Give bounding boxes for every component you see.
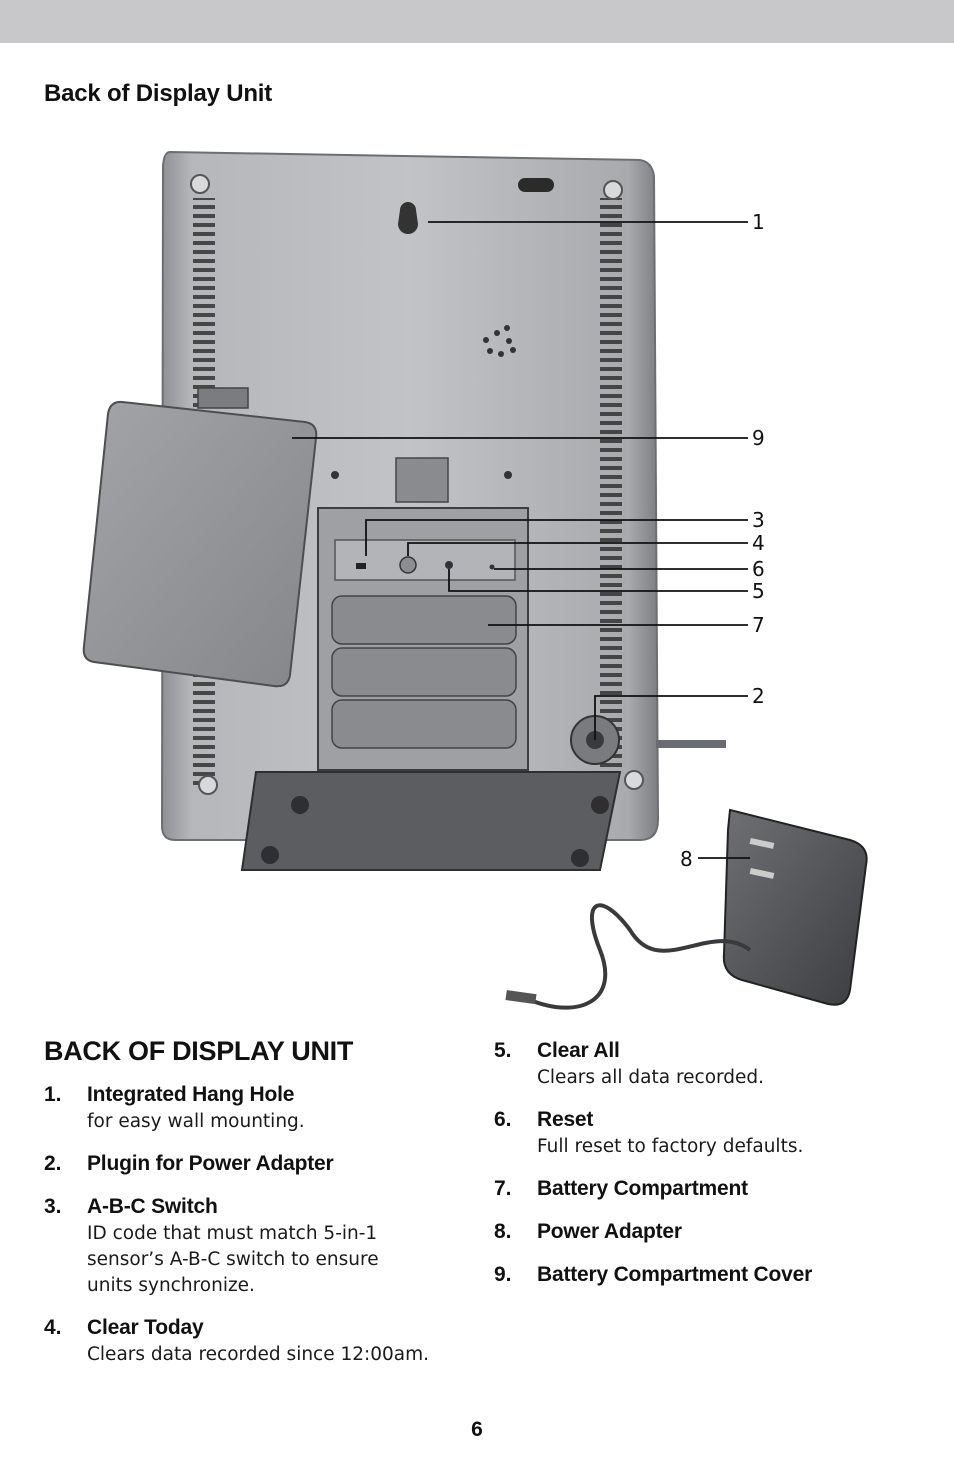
item-name: Plugin for Power Adapter [87, 1152, 334, 1175]
callout-3: 3 [752, 508, 765, 532]
power-adapter [505, 808, 868, 1010]
item-name: Battery Compartment [537, 1177, 748, 1200]
callout-7: 7 [752, 613, 765, 637]
list-item: 3. A-B-C Switch ID code that must match … [44, 1192, 474, 1299]
list-item: 1. Integrated Hang Hole for easy wall mo… [44, 1080, 474, 1135]
item-description-line: ID code that must match 5-in-1 [87, 1223, 378, 1244]
list-item: 9. Battery Compartment Cover [494, 1260, 934, 1289]
list-item: 5. Clear All Clears all data recorded. [494, 1036, 934, 1091]
item-name: Clear All [537, 1039, 620, 1062]
item-name: Battery Compartment Cover [537, 1263, 813, 1286]
item-description: for easy wall mounting. [87, 1111, 305, 1132]
callout-2: 2 [752, 684, 765, 708]
item-description-line: sensor’s A-B-C switch to ensure [87, 1249, 379, 1270]
item-number: 8. [494, 1220, 512, 1243]
list-item: 8. Power Adapter [494, 1217, 934, 1246]
item-name: Integrated Hang Hole [87, 1083, 295, 1106]
parts-list-left: 1. Integrated Hang Hole for easy wall mo… [44, 1080, 474, 1382]
list-item: 4. Clear Today Clears data recorded sinc… [44, 1313, 474, 1368]
section-heading: Back of Display Unit [44, 80, 273, 107]
callout-4: 4 [752, 531, 765, 555]
item-number: 6. [494, 1108, 512, 1131]
item-description-line: units synchronize. [87, 1275, 255, 1296]
callout-6: 6 [752, 557, 765, 581]
item-number: 1. [44, 1083, 62, 1106]
item-number: 5. [494, 1039, 512, 1062]
battery-cover [82, 387, 318, 688]
callout-1: 1 [752, 210, 765, 234]
list-title: BACK OF DISPLAY UNIT [44, 1036, 354, 1066]
parts-list-right: 5. Clear All Clears all data recorded. 6… [494, 1036, 934, 1303]
item-name: Clear Today [87, 1316, 204, 1339]
item-description: Clears data recorded since 12:00am. [87, 1344, 430, 1365]
item-number: 3. [44, 1195, 62, 1218]
item-number: 9. [494, 1263, 512, 1286]
item-number: 4. [44, 1316, 62, 1339]
item-description: Clears all data recorded. [537, 1067, 765, 1088]
device-back-illustration: 1 9 3 4 6 5 7 2 8 [60, 140, 900, 1020]
item-name: Power Adapter [537, 1220, 682, 1243]
callout-5: 5 [752, 579, 765, 603]
item-number: 7. [494, 1177, 512, 1200]
item-description: Full reset to factory defaults. [537, 1136, 804, 1157]
item-number: 2. [44, 1152, 62, 1175]
top-bar [0, 0, 954, 43]
list-item: 7. Battery Compartment [494, 1174, 934, 1203]
page-number: 6 [471, 1418, 483, 1441]
callout-9: 9 [752, 426, 765, 450]
list-item: 2. Plugin for Power Adapter [44, 1149, 474, 1178]
item-name: Reset [537, 1108, 594, 1131]
callout-8: 8 [680, 847, 693, 871]
item-name: A-B-C Switch [87, 1195, 218, 1218]
list-item: 6. Reset Full reset to factory defaults. [494, 1105, 934, 1160]
